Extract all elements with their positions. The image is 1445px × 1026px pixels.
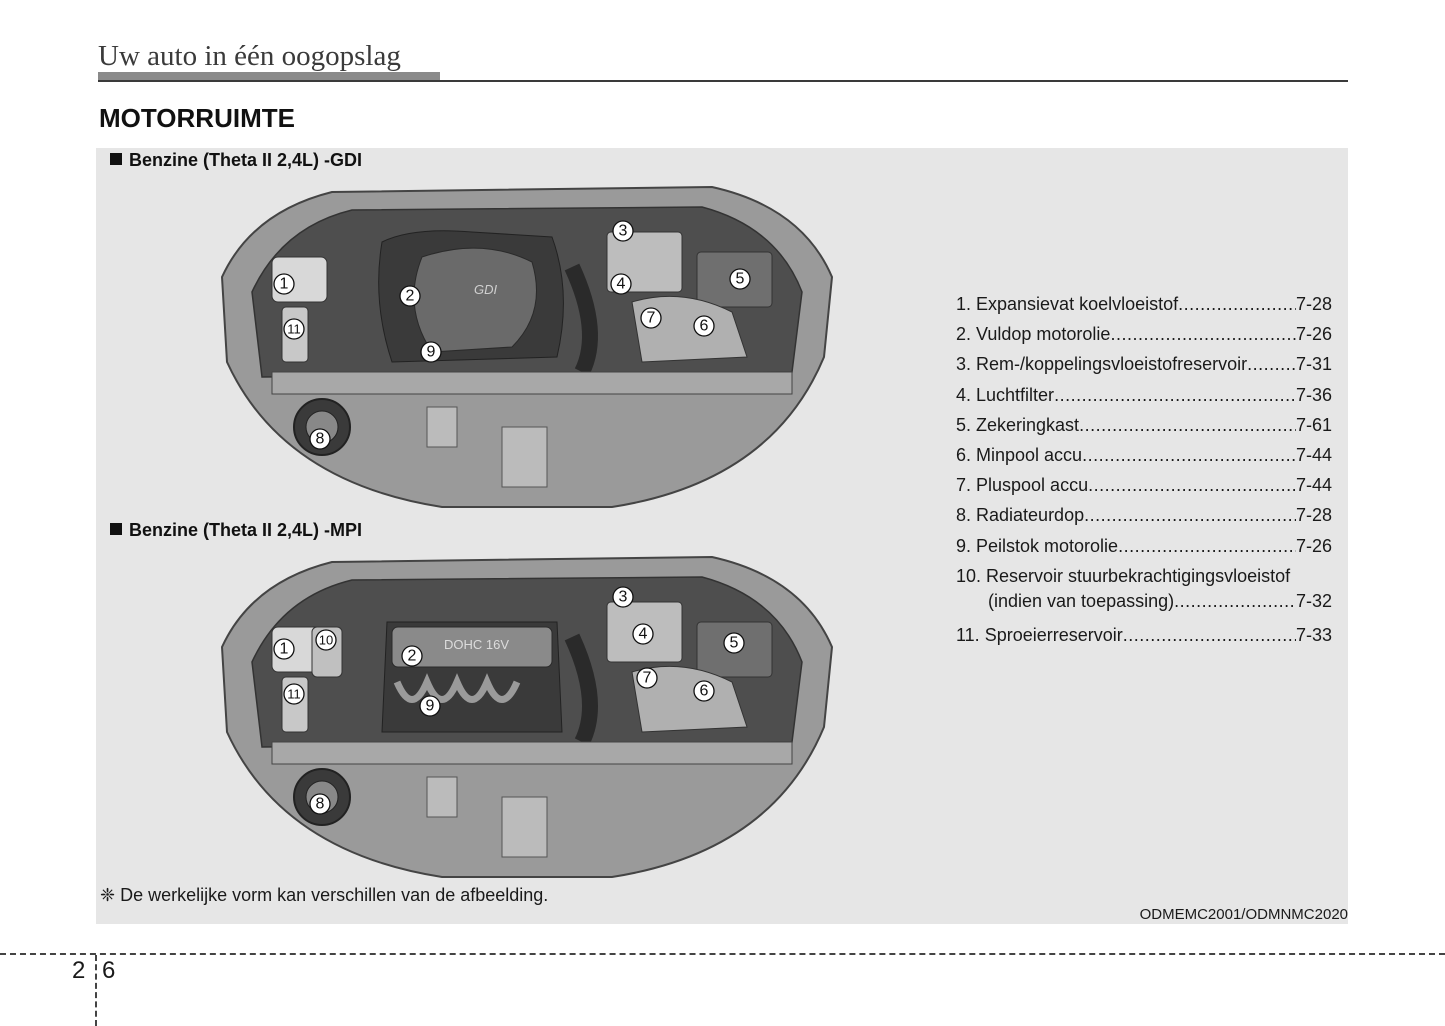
svg-text:7: 7 xyxy=(643,670,652,687)
callout-1: 1 xyxy=(274,639,294,659)
callout-8: 8 xyxy=(310,429,330,449)
svg-text:3: 3 xyxy=(619,589,628,606)
svg-text:6: 6 xyxy=(700,683,709,700)
callout-1: 1 xyxy=(274,274,294,294)
legend-item: 3. Rem-/koppelingsvloeistofreservoir7-31 xyxy=(956,349,1332,379)
bullet-square-icon xyxy=(110,523,122,535)
legend-item: 9. Peilstok motorolie7-26 xyxy=(956,531,1332,561)
svg-text:10: 10 xyxy=(319,633,333,648)
engine-diagram-mpi: DOHC 16V 1 10 11 2 9 3 4 5 7 6 8 xyxy=(212,552,842,882)
footer-divider xyxy=(0,953,1445,955)
page-chapter-number: 2 xyxy=(72,957,85,985)
callout-2: 2 xyxy=(402,646,422,666)
callout-4: 4 xyxy=(633,624,653,644)
diagram-2-subtitle: Benzine (Theta II 2,4L) -MPI xyxy=(110,520,362,541)
callout-11: 11 xyxy=(284,319,304,339)
svg-text:2: 2 xyxy=(406,288,415,305)
legend-item: 4. Luchtfilter 7-36 xyxy=(956,380,1332,410)
callout-9: 9 xyxy=(421,342,441,362)
callout-9: 9 xyxy=(420,696,440,716)
callout-2: 2 xyxy=(400,286,420,306)
svg-text:9: 9 xyxy=(427,344,436,361)
section-title: MOTORRUIMTE xyxy=(99,103,295,134)
legend-item: 7. Pluspool accu 7-44 xyxy=(956,470,1332,500)
footnote: ❈ De werkelijke vorm kan verschillen van… xyxy=(100,885,548,906)
header-line xyxy=(98,80,1348,82)
legend-item: 2. Vuldop motorolie 7-26 xyxy=(956,319,1332,349)
svg-text:5: 5 xyxy=(736,271,745,288)
callout-5: 5 xyxy=(724,633,744,653)
engine-cover-label: GDI xyxy=(474,282,498,297)
legend-item: 8. Radiateurdop 7-28 xyxy=(956,500,1332,530)
image-code: ODMEMC2001/ODMNMC2020 xyxy=(1140,906,1348,923)
svg-text:1: 1 xyxy=(280,276,289,293)
callout-11: 11 xyxy=(284,684,304,704)
footer-vertical-divider xyxy=(95,955,97,1026)
svg-text:8: 8 xyxy=(316,431,325,448)
bullet-square-icon xyxy=(110,153,122,165)
svg-text:9: 9 xyxy=(426,698,435,715)
svg-text:4: 4 xyxy=(617,276,626,293)
legend-item: 10. Reservoir stuurbekrachtigingsvloeist… xyxy=(956,564,1332,614)
svg-text:4: 4 xyxy=(639,626,648,643)
callout-6: 6 xyxy=(694,681,714,701)
svg-text:1: 1 xyxy=(280,641,289,658)
svg-text:11: 11 xyxy=(287,687,301,702)
callout-4: 4 xyxy=(611,274,631,294)
legend-item: 11. Sproeierreservoir 7-33 xyxy=(956,620,1332,650)
svg-text:6: 6 xyxy=(700,318,709,335)
callout-3: 3 xyxy=(613,587,633,607)
callout-7: 7 xyxy=(641,308,661,328)
svg-text:3: 3 xyxy=(619,223,628,240)
callout-3: 3 xyxy=(613,221,633,241)
svg-text:8: 8 xyxy=(316,796,325,813)
callout-8: 8 xyxy=(310,794,330,814)
engine-diagram-gdi: GDI 1 11 2 9 3 4 5 7 6 8 xyxy=(212,182,842,512)
svg-text:2: 2 xyxy=(408,648,417,665)
legend-item: 6. Minpool accu7-44 xyxy=(956,440,1332,470)
legend-item: 5. Zekeringkast 7-61 xyxy=(956,410,1332,440)
header-title: Uw auto in één oogopslag xyxy=(98,40,401,73)
callout-5: 5 xyxy=(730,269,750,289)
svg-text:11: 11 xyxy=(287,322,301,337)
callout-6: 6 xyxy=(694,316,714,336)
page-number: 6 xyxy=(102,957,115,985)
svg-text:7: 7 xyxy=(647,310,656,327)
component-legend: 1. Expansievat koelvloeistof7-28 2. Vuld… xyxy=(956,289,1332,650)
svg-text:5: 5 xyxy=(730,635,739,652)
diagram-1-subtitle: Benzine (Theta II 2,4L) -GDI xyxy=(110,150,362,171)
callout-7: 7 xyxy=(637,668,657,688)
callout-10: 10 xyxy=(316,630,336,650)
engine-cover-label: DOHC 16V xyxy=(444,637,509,652)
legend-item: 1. Expansievat koelvloeistof7-28 xyxy=(956,289,1332,319)
